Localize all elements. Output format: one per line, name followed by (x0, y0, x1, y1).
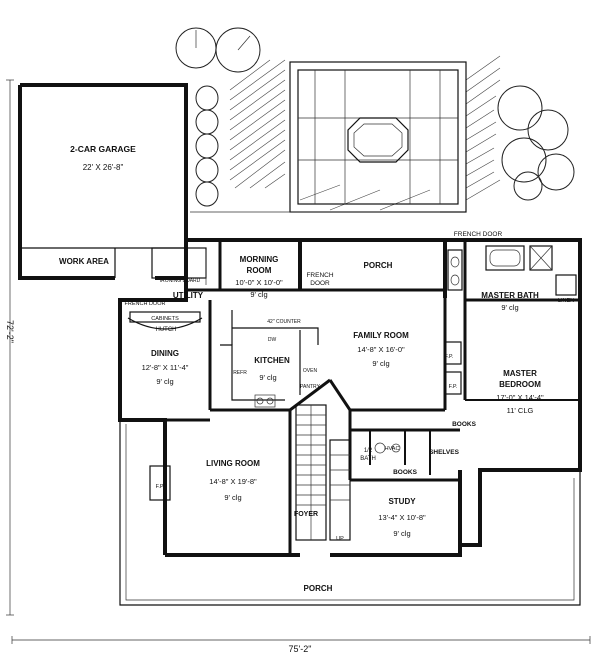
family-room-clg: 9' clg (372, 359, 389, 368)
cabinets-label: CABINETS (151, 316, 179, 322)
porch-top-label: PORCH (364, 261, 393, 270)
shade-hatching (229, 55, 501, 211)
master-bedroom-size: 17'-0" X 14'-4" (496, 393, 544, 402)
fireplace-icon (444, 371, 462, 395)
half-bath-1: 1/2 (364, 448, 373, 454)
books-label: BOOKS (452, 421, 477, 428)
living-room-clg: 9' clg (224, 493, 241, 502)
tree-icon (175, 27, 261, 73)
fp-label: F.P. (445, 354, 454, 360)
depth-dimension: 72'-2" (5, 320, 15, 343)
master-bedroom-name-1: MASTER (503, 369, 537, 378)
garage-size: 22' X 26'-8" (83, 163, 124, 172)
books-label: BOOKS (393, 469, 418, 476)
fp-label: F.P. (156, 484, 165, 490)
french-door-porch-1: FRENCH (306, 272, 333, 279)
hutch-label: HUTCH (156, 327, 177, 333)
morning-room-size: 10'-0" X 10'-0" (235, 278, 283, 287)
shrubs-icon (195, 85, 219, 207)
stairs (295, 404, 351, 541)
patio (289, 61, 467, 213)
kitchen-clg: 9' clg (259, 373, 276, 382)
morning-room-name-1: MORNING (240, 255, 279, 264)
french-door-porch-2: DOOR (310, 280, 330, 287)
french-door-top-label: FRENCH DOOR (454, 231, 503, 238)
hvac-label: HVAC (385, 446, 400, 452)
bathtub-icon (485, 245, 525, 271)
linen-label: LINEN (558, 298, 574, 304)
living-room-size: 14'-8" X 19'-8" (209, 477, 257, 486)
dw-label: DW (268, 337, 277, 343)
tree-icon (497, 85, 575, 201)
family-room-name: FAMILY ROOM (353, 331, 409, 340)
work-area-label: WORK AREA (59, 257, 109, 266)
oven-label: OVEN (303, 368, 318, 374)
dining-clg: 9' clg (156, 377, 173, 386)
kitchen-name: KITCHEN (254, 356, 290, 365)
family-room-size: 14'-8" X 16'-0" (357, 345, 405, 354)
utility-label: UTILITY (173, 291, 204, 300)
master-bath-clg: 9' clg (501, 303, 518, 312)
dining-size: 12'-8" X 11'-4" (142, 363, 189, 372)
refr-label: REFR (233, 370, 247, 376)
foyer-label: FOYER (294, 511, 318, 518)
fireplace-icon (149, 465, 171, 501)
french-door-dining-label: FRENCH DOOR (125, 301, 166, 307)
up-label: UP (336, 536, 344, 542)
room-labels: 2-CAR GARAGE 22' X 26'-8" WORK AREA MORN… (59, 144, 574, 593)
study-name: STUDY (388, 497, 416, 506)
garage-name: 2-CAR GARAGE (70, 144, 136, 154)
half-bath-2: BATH (360, 456, 376, 462)
landscaping (175, 27, 575, 213)
ironing-board-label: IRONING BOARD (160, 278, 201, 284)
fixtures (127, 245, 577, 541)
master-bedroom-clg: 11' CLG (507, 406, 534, 415)
counter-label: 42" COUNTER (267, 319, 301, 325)
living-room-name: LIVING ROOM (206, 459, 260, 468)
morning-room-clg: 9' clg (250, 290, 267, 299)
master-bath-name: MASTER BATH (481, 291, 539, 300)
shelves-label: SHELVES (429, 449, 460, 456)
morning-room-name-2: ROOM (247, 266, 272, 275)
dimensions: 72'-2" 75'-2" (5, 79, 591, 654)
interior-walls (165, 240, 580, 555)
pantry-label: PANTRY (300, 384, 320, 390)
master-bedroom-name-2: BEDROOM (499, 380, 541, 389)
study-clg: 9' clg (393, 529, 410, 538)
study-size: 13'-4" X 10'-8" (378, 513, 426, 522)
fireplace-icon (444, 341, 462, 365)
porch-bottom-label: PORCH (304, 584, 333, 593)
shower-icon (529, 245, 553, 271)
fp-label: F.P. (449, 384, 458, 390)
dining-name: DINING (151, 349, 179, 358)
width-dimension: 75'-2" (289, 644, 312, 654)
